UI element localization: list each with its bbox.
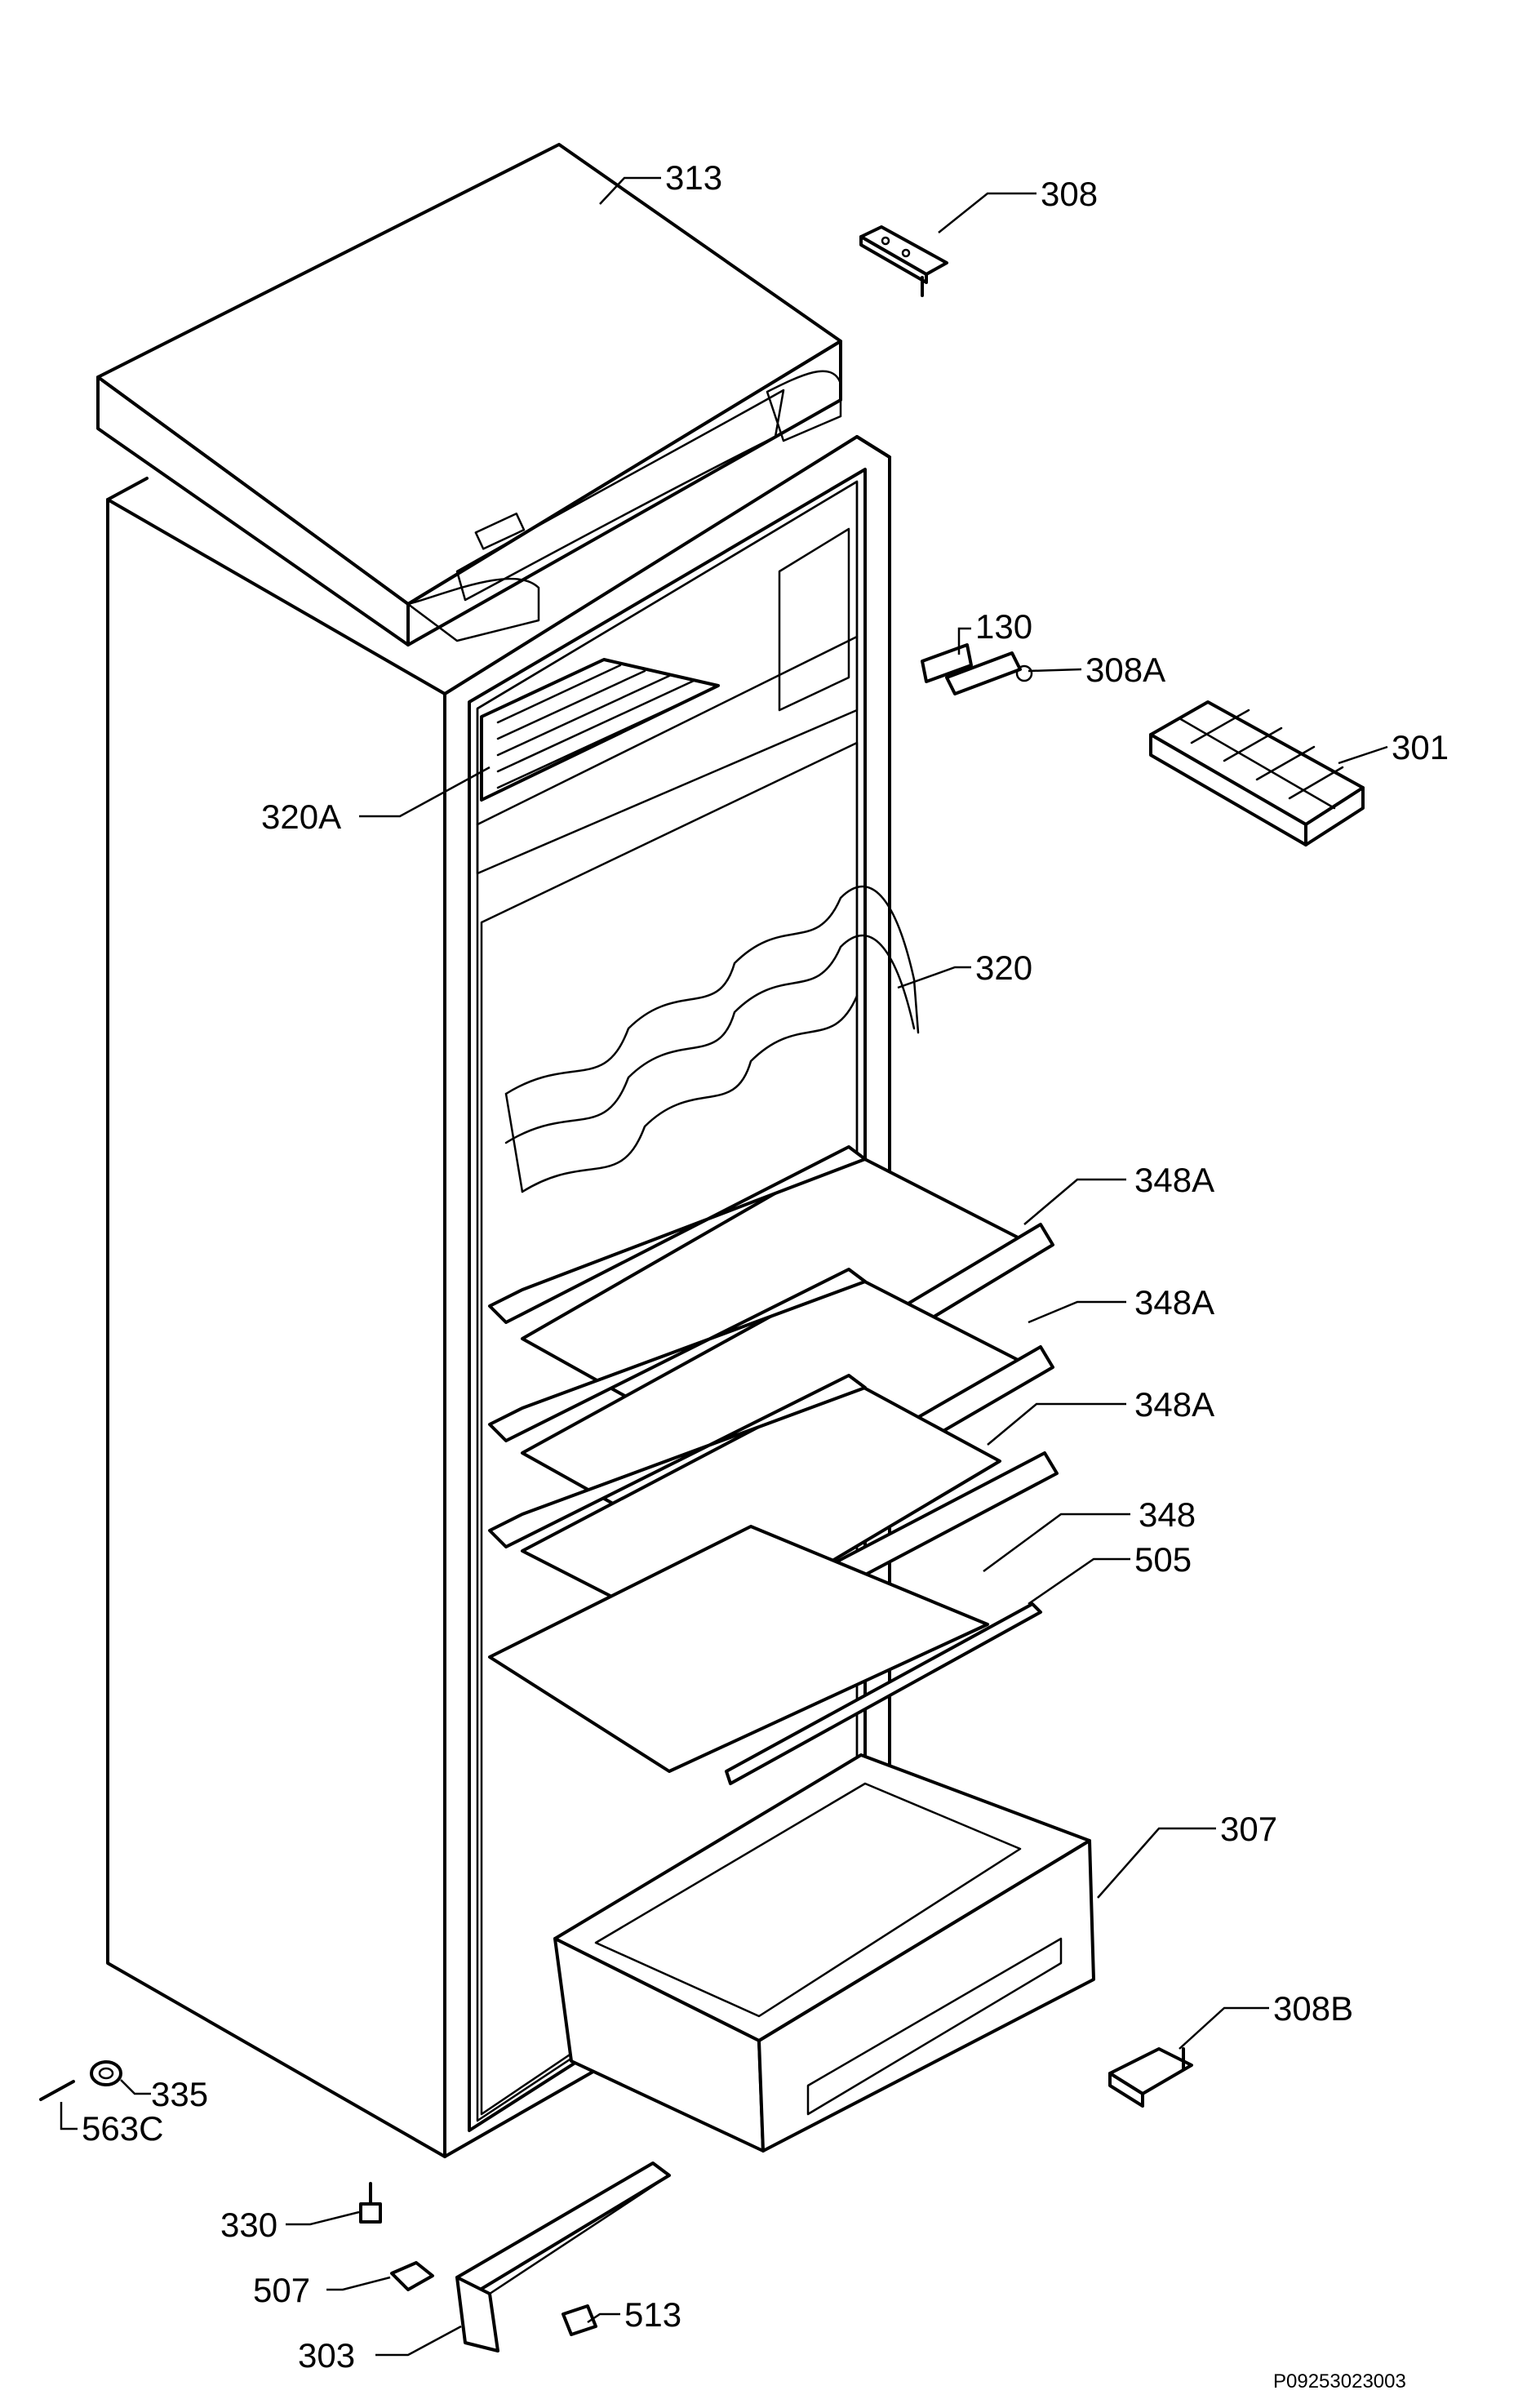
middle-hinge [921, 643, 1033, 695]
bottle-rack [504, 886, 920, 1193]
trim-strip [725, 1602, 1042, 1785]
label-505: 505 [1134, 1540, 1192, 1579]
label-313: 313 [665, 158, 722, 197]
ice-cube-tray [1149, 700, 1365, 846]
freezer-grid-shelf [480, 658, 720, 802]
foot-parts [39, 2060, 671, 2352]
cabinet-body [106, 435, 891, 2158]
label-320: 320 [975, 949, 1032, 987]
label-308: 308 [1041, 175, 1098, 213]
label-308a: 308A [1085, 651, 1165, 689]
label-320a: 320A [261, 797, 341, 836]
label-130: 130 [975, 607, 1032, 646]
label-513: 513 [624, 2295, 681, 2334]
reference-code: P09253023003 [1273, 2370, 1406, 2392]
top-hinge [859, 225, 948, 297]
freezer-compartment [476, 480, 859, 875]
label-563c: 563C [82, 2109, 163, 2148]
shelf-glass [488, 1525, 989, 1773]
label-307: 307 [1220, 1810, 1277, 1848]
label-335: 335 [151, 2075, 208, 2113]
crisper-drawer [553, 1753, 1095, 2153]
bottom-hinge [1108, 2047, 1193, 2108]
top-cover [96, 143, 842, 646]
callout-labels: 313 308 130 308A 301 320A 320 348A 348A … [82, 158, 1449, 2375]
label-348: 348 [1139, 1495, 1196, 1534]
label-507: 507 [253, 2271, 310, 2309]
leader-lines [60, 176, 1388, 2357]
label-348a-1: 348A [1134, 1161, 1214, 1199]
label-308b: 308B [1273, 1989, 1353, 2028]
label-348a-3: 348A [1134, 1385, 1214, 1424]
label-330: 330 [220, 2206, 277, 2244]
label-348a-2: 348A [1134, 1283, 1214, 1322]
label-303: 303 [298, 2336, 355, 2375]
label-301: 301 [1392, 728, 1449, 766]
